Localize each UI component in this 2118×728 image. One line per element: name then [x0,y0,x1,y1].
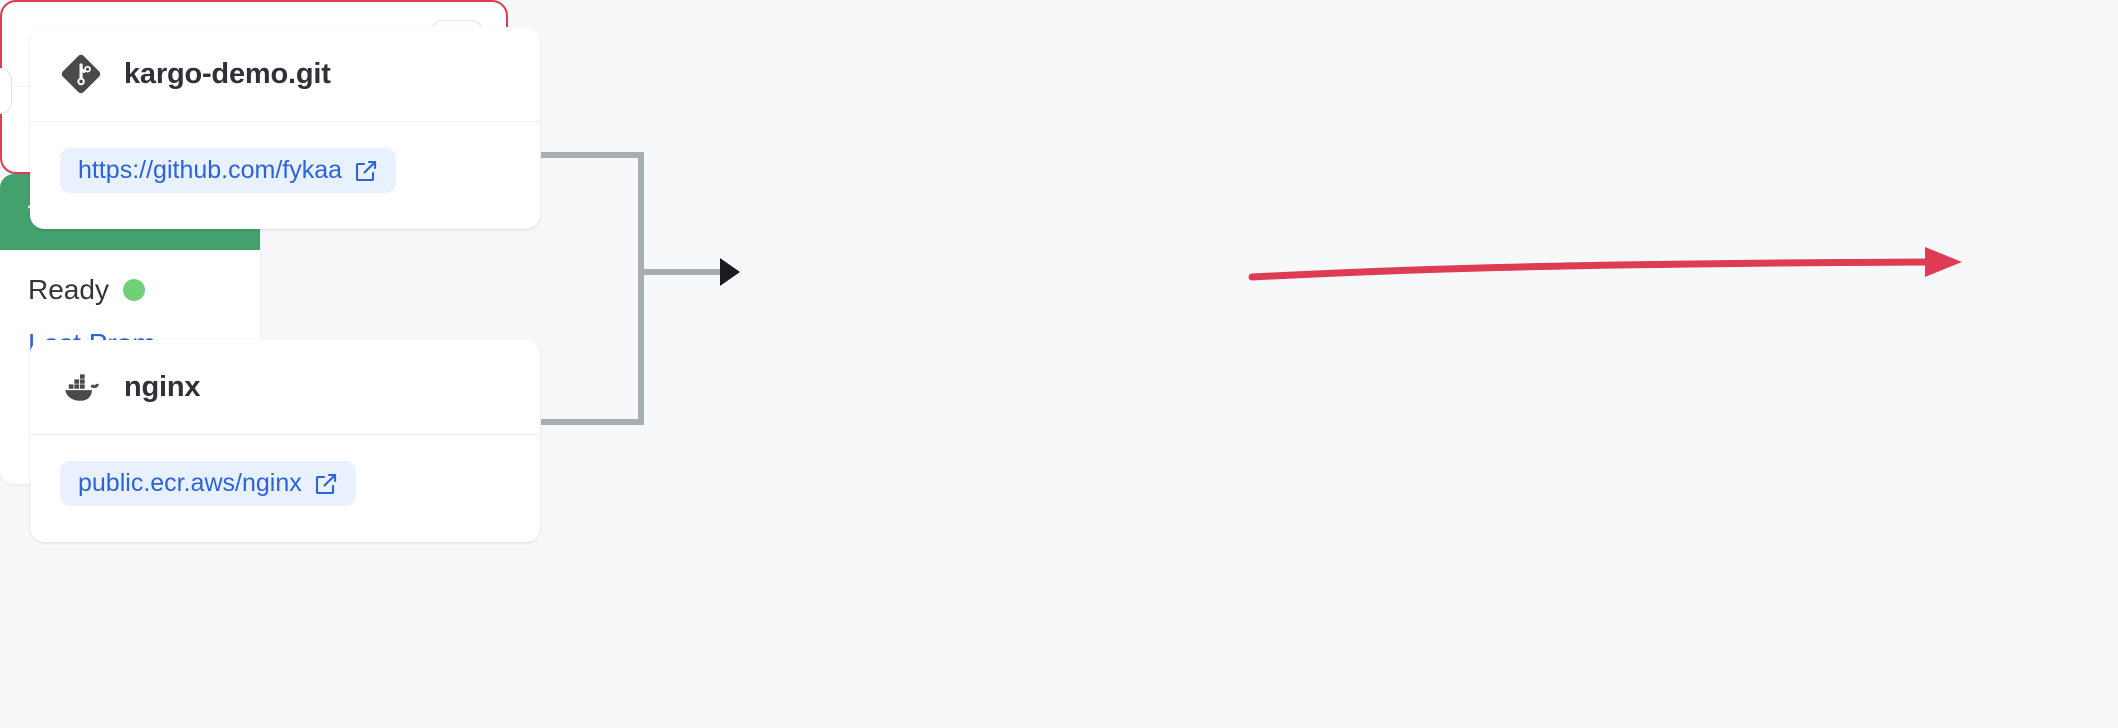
source-card-nginx-header: nginx [30,340,540,435]
nginx-url-label: public.ecr.aws/nginx [78,469,302,497]
external-link-icon [355,160,377,181]
source-card-git-header: kargo-demo.git [30,27,540,122]
source-card-nginx-title: nginx [124,370,201,403]
git-icon [60,53,102,95]
stage-status-row: Ready [28,274,232,306]
docker-icon [60,366,102,408]
source-card-git-body: https://github.com/fykaa [30,122,540,229]
git-url-label: https://github.com/fykaa [78,156,343,184]
status-dot-icon [122,279,145,301]
stage-status-label: Ready [28,274,109,305]
source-card-git-title: kargo-demo.git [124,57,331,90]
source-card-nginx-body: public.ecr.aws/nginx [30,435,540,542]
source-card-git[interactable]: kargo-demo.git https://github.com/fykaa [30,27,540,229]
git-url-chip[interactable]: https://github.com/fykaa [60,148,397,193]
edge-merge-arrowhead [720,258,740,286]
source-card-nginx[interactable]: nginx public.ecr.aws/nginx [30,340,540,542]
edge-sources-bracket [541,152,644,425]
edge-stage-arrowhead [1925,247,1962,277]
external-link-icon [315,473,336,494]
nginx-url-chip[interactable]: public.ecr.aws/nginx [60,461,356,506]
collapse-button[interactable] [0,68,12,114]
edge-warehouse-to-stage [1248,258,1934,281]
